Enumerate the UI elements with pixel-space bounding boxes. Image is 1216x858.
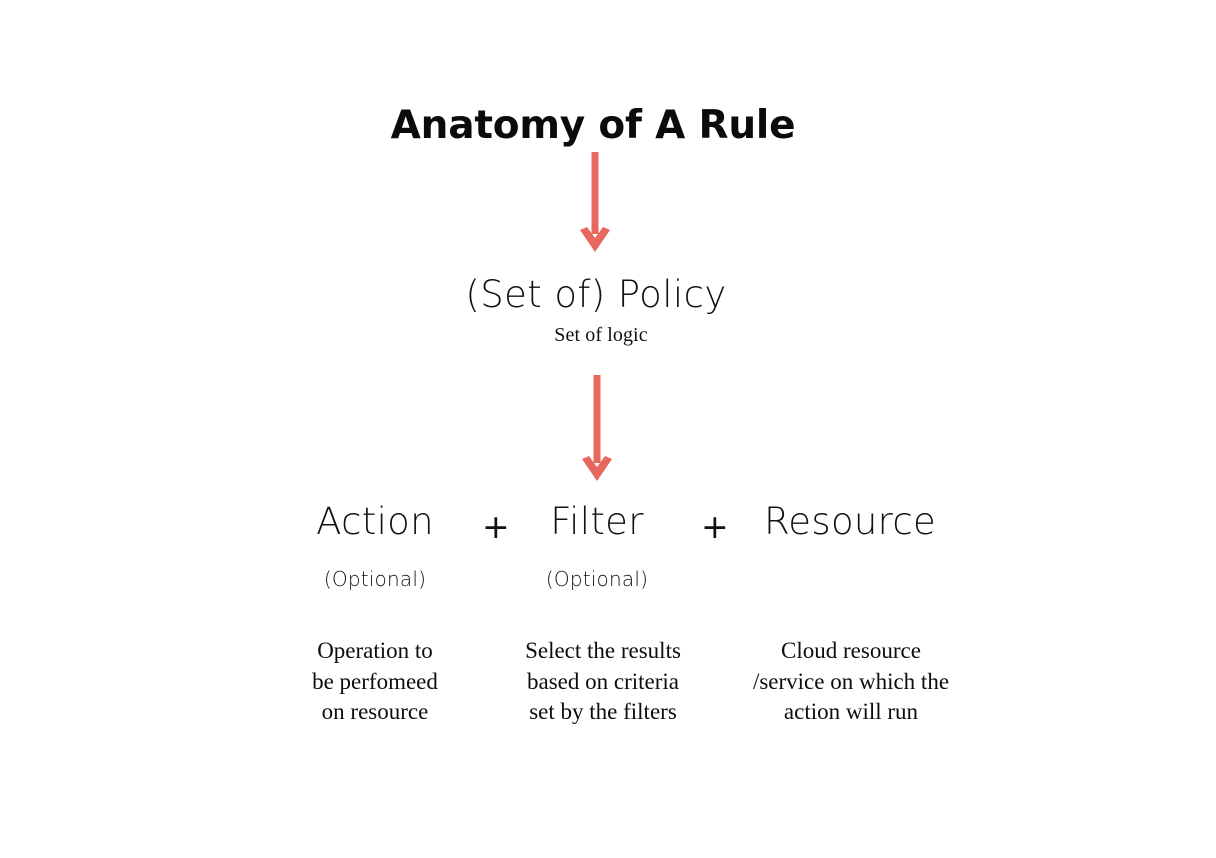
components-row: Action (Optional) + Filter (Optional) + … [0,500,1216,750]
component-action-name: Action [316,500,434,543]
description-line: on resource [321,699,429,724]
component-filter: Filter (Optional) [492,500,702,592]
component-resource: Resource [730,500,970,566]
description-line: set by the filters [529,699,677,724]
page-title: Anatomy of A Rule [390,103,796,148]
component-filter-name: Filter [550,500,644,543]
component-filter-optional-label: (Optional) [545,567,649,591]
description-line: Select the results [525,638,681,663]
policy-sublabel: Set of logic [554,324,648,346]
description-line: action will run [783,699,919,724]
component-resource-name: Resource [763,500,937,543]
component-resource-description: Cloud resource /service on which the act… [726,636,976,728]
component-action: Action (Optional) [260,500,490,592]
plus-operator-2: + [701,507,729,546]
description-line: Cloud resource [781,638,921,663]
description-line: based on criteria [527,668,679,694]
plus-operator-1: + [482,507,510,546]
description-line: Operation to [317,638,433,663]
description-line: /service on which the [752,668,950,694]
component-action-optional-label: (Optional) [323,567,427,591]
arrow-title-to-policy-icon [580,152,610,252]
component-filter-description: Select the results based on criteria set… [493,636,713,728]
description-line: be perfomeed [312,668,438,694]
policy-label: (Set of) Policy [465,273,727,316]
arrow-policy-to-components-icon [582,375,612,481]
component-action-description: Operation to be perfomeed on resource [265,636,485,728]
